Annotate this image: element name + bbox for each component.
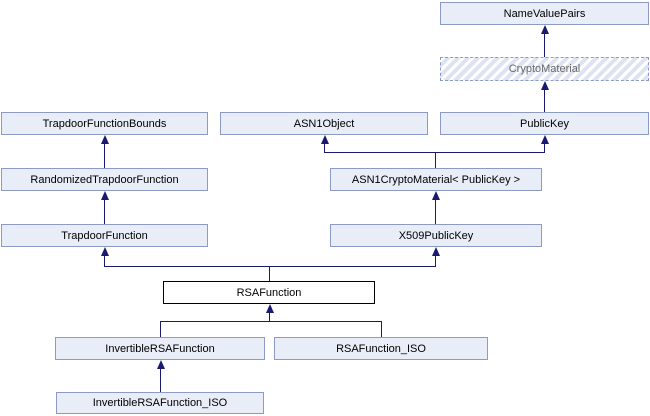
edge-rsafunction-stub <box>269 266 270 281</box>
node-x509publickey[interactable]: X509PublicKey <box>330 224 542 247</box>
node-rsafunction-current: RSAFunction <box>163 281 375 304</box>
edge-invertible-rsafunction <box>160 321 161 337</box>
edge-rsafunction-trapdoor <box>104 256 105 267</box>
arrowhead-up-icon <box>101 135 109 144</box>
arrowhead-up-icon <box>101 191 109 200</box>
node-rsafunction-iso[interactable]: RSAFunction_ISO <box>274 337 488 360</box>
edge-cryptomaterial-namevaluepairs <box>544 34 545 57</box>
arrowhead-up-icon <box>541 135 549 144</box>
edge-asn1cm-asn1object <box>324 144 325 153</box>
edge-asn1cm-branch <box>324 152 545 153</box>
edge-children-rsafunction-stub <box>269 313 270 322</box>
node-randomizedtrapdoorfunction[interactable]: RandomizedTrapdoorFunction <box>1 168 208 191</box>
node-trapdoorfunction[interactable]: TrapdoorFunction <box>1 224 208 247</box>
node-trapdoorfunctionbounds[interactable]: TrapdoorFunctionBounds <box>1 112 208 135</box>
node-invertiblersafunction-iso[interactable]: InvertibleRSAFunction_ISO <box>56 392 264 414</box>
edge-asn1cm-publickey <box>544 144 545 153</box>
edge-randomized-bounds <box>104 144 105 168</box>
node-asn1object[interactable]: ASN1Object <box>220 112 428 135</box>
node-asn1cryptomaterial-publickey[interactable]: ASN1CryptoMaterial< PublicKey > <box>330 168 542 191</box>
node-publickey[interactable]: PublicKey <box>440 112 649 135</box>
arrowhead-up-icon <box>101 247 109 256</box>
arrowhead-up-icon <box>432 247 440 256</box>
edge-rsafunction-x509 <box>435 256 436 267</box>
arrowhead-up-icon <box>541 25 549 34</box>
node-namevaluepairs[interactable]: NameValuePairs <box>440 2 649 25</box>
edge-children-rsafunction-branch <box>160 321 382 322</box>
arrowhead-up-icon <box>432 191 440 200</box>
edge-x509-asn1cm <box>435 200 436 224</box>
edge-invertibleiso-invertible <box>160 369 161 392</box>
edge-iso-rsafunction <box>381 321 382 337</box>
node-cryptomaterial[interactable]: CryptoMaterial <box>440 57 649 81</box>
arrowhead-up-icon <box>321 135 329 144</box>
node-invertiblersafunction[interactable]: InvertibleRSAFunction <box>55 337 265 360</box>
arrowhead-up-icon <box>541 81 549 90</box>
edge-rsafunction-branch <box>104 266 436 267</box>
arrowhead-up-icon <box>157 360 165 369</box>
edge-asn1cm-stub <box>435 152 436 168</box>
edge-trapdoor-randomized <box>104 200 105 224</box>
edge-publickey-cryptomaterial <box>544 90 545 112</box>
arrowhead-up-icon <box>266 304 274 313</box>
